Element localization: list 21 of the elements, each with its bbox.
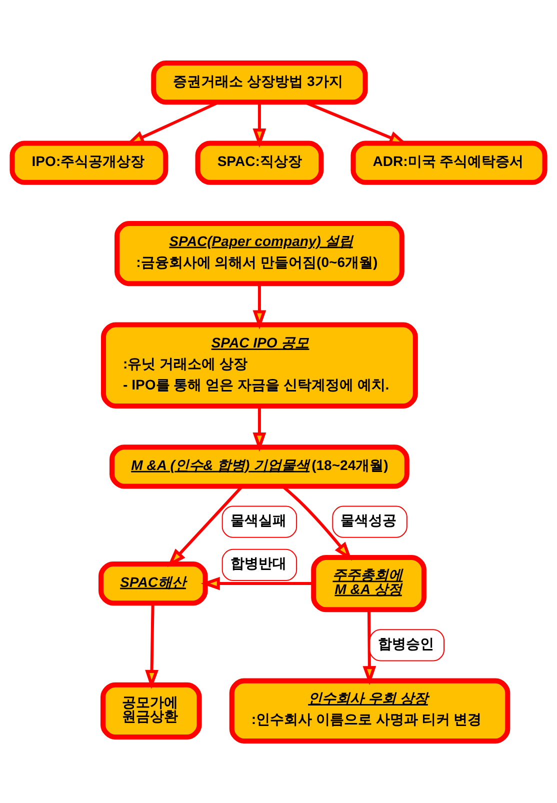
arrow bbox=[252, 102, 266, 148]
node-box: ADR:미국 주식예탁증서 bbox=[350, 140, 548, 184]
node-box: SPAC:직상장 bbox=[195, 140, 324, 184]
node-box: M &A (인수& 합병) 기업물색(18~24개월) bbox=[110, 444, 410, 488]
edge-label: 합병반대 bbox=[230, 554, 286, 571]
arrow bbox=[145, 602, 158, 689]
edge-label: 물색실패 bbox=[230, 512, 286, 528]
node-box: SPAC해산 bbox=[98, 560, 208, 606]
arrow bbox=[362, 609, 376, 685]
arrow bbox=[252, 283, 266, 329]
node-box: 공모가에 원금상환 bbox=[100, 682, 202, 739]
arrow bbox=[200, 576, 314, 590]
node-box: SPAC IPO 공모 :유닛 거래소에 상장 - IPO를 통해 얻은 자금을 신탁계정에 예치. bbox=[100, 322, 418, 408]
node-box: 주주총회에 M &A 상정 bbox=[311, 554, 426, 612]
node-box: IPO:주식공개상장 bbox=[10, 140, 168, 184]
node-box: 인수회사 우회 상장 :인수회사 이름으로 사명과 티커 변경 bbox=[229, 678, 510, 743]
arrow bbox=[252, 406, 266, 452]
node-box: SPAC(Paper company) 설립 :금융회사에 의해서 만들어짐(0~6개월) bbox=[114, 220, 404, 286]
edge-label: 합병승인 bbox=[378, 634, 434, 651]
edge-label: 물색성공 bbox=[340, 512, 397, 528]
node-box: 증권거래소 상장방법 3가지 bbox=[151, 60, 368, 104]
